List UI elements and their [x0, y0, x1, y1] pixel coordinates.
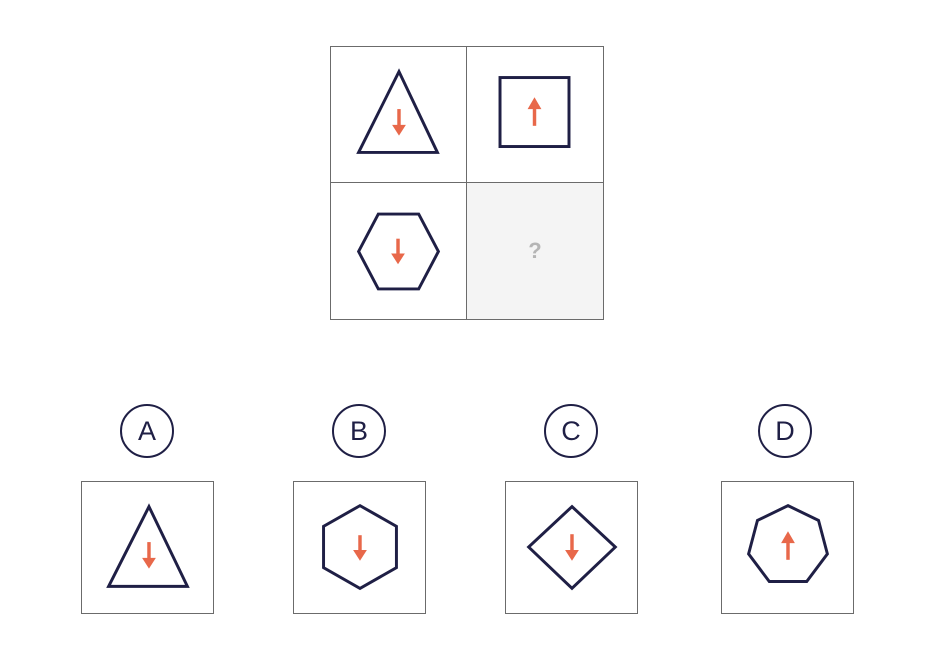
- square-up-arrow-icon: [498, 76, 571, 149]
- grid-cell-triangle: [331, 47, 467, 183]
- option-d-label[interactable]: D: [758, 404, 812, 458]
- puzzle-grid: ?: [330, 46, 604, 320]
- option-c-label[interactable]: C: [544, 404, 598, 458]
- diamond-down-arrow-icon: [526, 504, 618, 591]
- triangle-down-arrow-icon: [106, 503, 190, 588]
- hexagon-down-arrow-icon: [356, 212, 441, 291]
- grid-cell-square: [467, 47, 603, 183]
- triangle-down-arrow-icon: [356, 68, 440, 154]
- option-c-card[interactable]: [505, 481, 638, 614]
- option-b-label[interactable]: B: [332, 404, 386, 458]
- question-mark: ?: [528, 238, 542, 263]
- hexagon-down-arrow-icon: [322, 503, 398, 591]
- option-a-card[interactable]: [81, 481, 214, 614]
- grid-cell-hexagon: [331, 183, 467, 319]
- option-d-card[interactable]: [721, 481, 854, 614]
- grid-cell-missing: ?: [467, 183, 603, 319]
- option-a-label[interactable]: A: [120, 404, 174, 458]
- heptagon-up-arrow-icon: [746, 503, 830, 583]
- option-b-card[interactable]: [293, 481, 426, 614]
